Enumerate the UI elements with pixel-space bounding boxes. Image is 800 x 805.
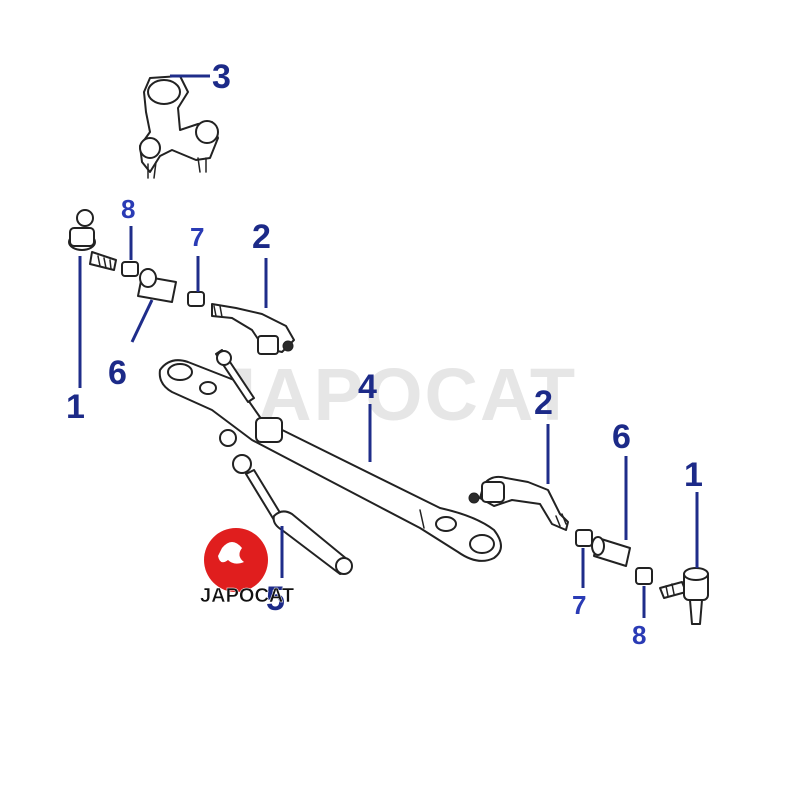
callout-8-left: 8 [121, 194, 135, 224]
part-3-idler-arm [139, 75, 219, 179]
callout-7-left: 7 [190, 222, 204, 252]
part-6-left-sleeve [137, 268, 177, 303]
callout-3: 3 [212, 58, 231, 96]
callout-4: 4 [358, 368, 377, 406]
callout-2-left: 2 [252, 218, 271, 256]
part-2-right-tie-rod-end [468, 475, 569, 531]
logo-mascot-icon [218, 542, 244, 564]
part-1-left-ball-joint [68, 209, 117, 271]
callout-7-right: 7 [572, 590, 586, 620]
callout-1-left: 1 [66, 388, 85, 426]
leader-6-left [130, 299, 154, 343]
part-8-right-nut [635, 567, 653, 585]
part-2-left-tie-rod-end [211, 303, 295, 355]
part-7-right-nut [575, 529, 593, 547]
japocat-logo: JAPOCAT [200, 528, 294, 607]
callout-1-right: 1 [684, 456, 703, 494]
part-8-left-nut [121, 261, 139, 277]
callout-6-left: 6 [108, 354, 127, 392]
part-7-left-nut [187, 291, 205, 307]
part-5-steering-damper [232, 454, 353, 575]
part-4-center-link [158, 349, 502, 562]
callout-6-right: 6 [612, 418, 631, 456]
part-6-right-sleeve [591, 536, 631, 567]
callout-2-right: 2 [534, 384, 553, 422]
part-1-right-ball-joint [659, 567, 709, 625]
logo-text: JAPOCAT [200, 585, 294, 607]
callout-5: 5 [266, 580, 285, 618]
callout-8-right: 8 [632, 620, 646, 650]
